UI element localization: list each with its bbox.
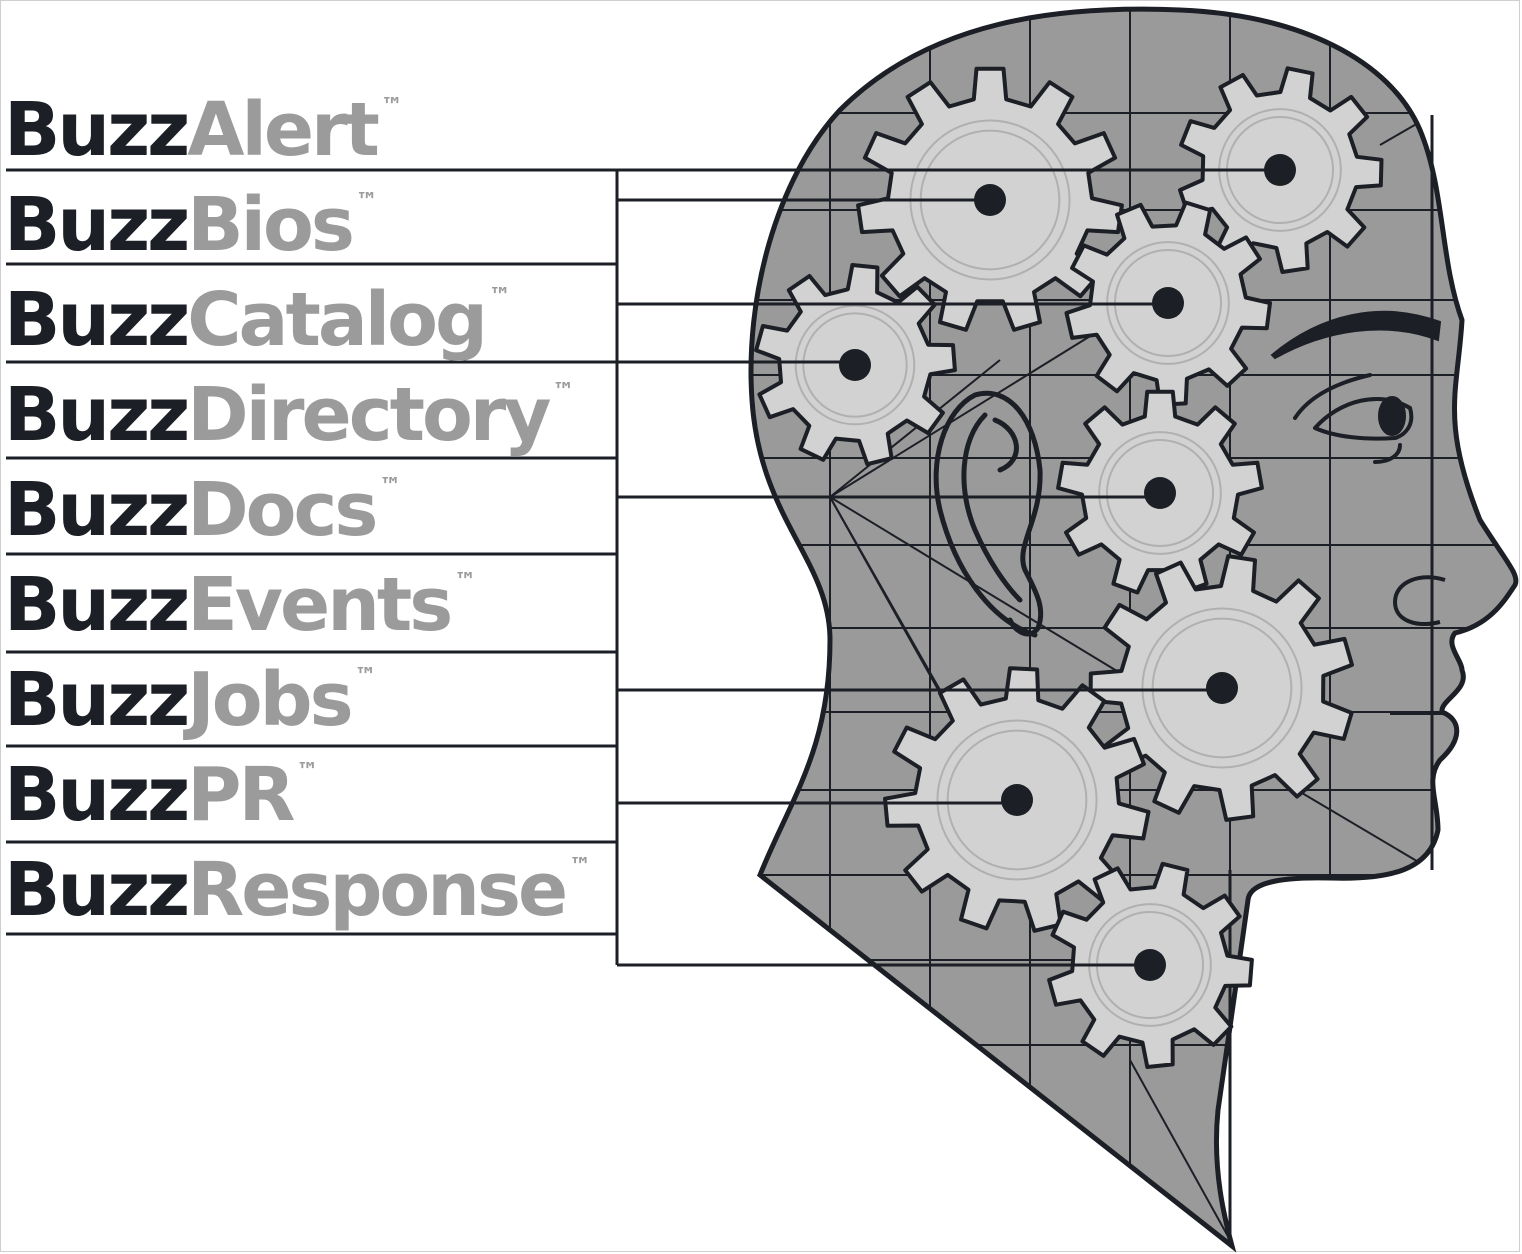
brand-prefix: Buzz bbox=[4, 657, 187, 743]
brand-prefix: Buzz bbox=[4, 182, 187, 268]
product-suffix: Events bbox=[187, 562, 450, 648]
product-suffix: Jobs bbox=[182, 657, 350, 743]
product-suffix: Response bbox=[187, 847, 565, 933]
brand-prefix: Buzz bbox=[4, 277, 187, 363]
gear-icon bbox=[1064, 200, 1272, 407]
brand-prefix: Buzz bbox=[4, 372, 187, 458]
brand-prefix: Buzz bbox=[4, 467, 187, 553]
product-suffix: Bios bbox=[187, 182, 352, 268]
brand-prefix: Buzz bbox=[4, 752, 187, 838]
gears bbox=[754, 66, 1384, 1069]
product-suffix: PR bbox=[187, 752, 294, 838]
eye bbox=[1293, 373, 1414, 464]
brand-prefix: Buzz bbox=[4, 562, 187, 648]
product-suffix: Directory bbox=[187, 372, 550, 458]
trademark-symbol: ™ bbox=[379, 474, 401, 499]
brand-prefix: Buzz bbox=[4, 87, 187, 173]
gear-icon bbox=[883, 666, 1151, 933]
trademark-symbol: ™ bbox=[454, 569, 476, 594]
connectors bbox=[6, 168, 1280, 967]
trademark-symbol: ™ bbox=[355, 664, 377, 689]
product-suffix: Alert bbox=[187, 87, 378, 173]
trademark-symbol: ™ bbox=[381, 94, 403, 119]
product-suffix: Catalog bbox=[187, 277, 485, 363]
gear-icon bbox=[1047, 861, 1254, 1069]
nostril bbox=[1392, 575, 1446, 626]
eyebrow bbox=[1270, 310, 1442, 360]
ear bbox=[933, 390, 1044, 638]
trademark-symbol: ™ bbox=[356, 189, 378, 214]
trademark-symbol: ™ bbox=[553, 379, 575, 404]
gear-icon bbox=[1088, 554, 1354, 822]
gear-icon bbox=[1056, 389, 1264, 595]
brand-prefix: Buzz bbox=[4, 847, 187, 933]
product-suffix: Docs bbox=[187, 467, 375, 553]
trademark-symbol: ™ bbox=[569, 854, 591, 879]
trademark-symbol: ™ bbox=[296, 759, 318, 784]
trademark-symbol: ™ bbox=[489, 284, 511, 309]
